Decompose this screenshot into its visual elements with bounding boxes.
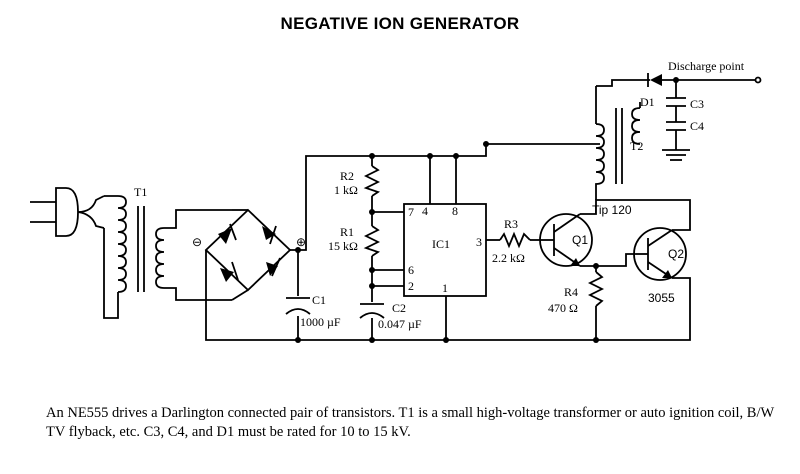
hv-output: Discharge point D1 C3 C4 [628, 59, 762, 161]
pin-2: 2 [408, 279, 414, 293]
c1-value: 1000 µF [300, 315, 341, 329]
resistor-r3: R3 2.2 kΩ [492, 217, 531, 265]
capacitor-c2: C2 0.047 µF [359, 301, 422, 331]
r4-label: R4 [564, 285, 578, 299]
c1-label: C1 [312, 293, 326, 307]
r4-value: 470 Ω [548, 301, 578, 315]
pin-7: 7 [408, 205, 414, 219]
transformer-t1: T1 [103, 185, 232, 319]
pin-6: 6 [408, 263, 414, 277]
schematic: T1 ⊖ ⊕ [30, 59, 762, 343]
darlington-wiring: R4 470 Ω [548, 188, 691, 343]
t2-label: T2 [630, 139, 643, 153]
r2-value: 1 kΩ [334, 183, 358, 197]
bridge-rectifier: ⊖ ⊕ [192, 208, 306, 301]
resistor-r1: R1 15 kΩ [328, 225, 381, 257]
power-plug [30, 187, 105, 237]
bridge-minus-label: ⊖ [192, 235, 202, 249]
wiring [205, 141, 600, 343]
r1-value: 15 kΩ [328, 239, 358, 253]
capacitor-c1: C1 1000 µF [285, 293, 341, 329]
r3-value: 2.2 kΩ [492, 251, 525, 265]
c2-value: 0.047 µF [378, 317, 422, 331]
c2-label: C2 [392, 301, 406, 315]
r1-label: R1 [340, 225, 354, 239]
r2-label: R2 [340, 169, 354, 183]
resistor-r2: R2 1 kΩ [334, 165, 381, 197]
ic1-chip: IC1 7 4 8 6 2 1 3 [403, 203, 487, 297]
transistor-q2: Q2 3055 [633, 227, 687, 305]
caption-text: An NE555 drives a Darlington connected p… [46, 405, 774, 440]
transformer-t2: T2 [595, 79, 643, 188]
q1-label: Q1 [572, 233, 588, 247]
t1-label: T1 [134, 185, 147, 199]
transistor-q1: Q1 Tip 120 [539, 203, 632, 267]
bridge-plus-label: ⊕ [296, 235, 306, 249]
discharge-label: Discharge point [668, 59, 745, 73]
pin-4: 4 [422, 204, 428, 218]
diagram-title: NEGATIVE ION GENERATOR [280, 14, 520, 33]
c3-label: C3 [690, 97, 704, 111]
pin-8: 8 [452, 204, 458, 218]
ic1-label: IC1 [432, 237, 450, 251]
q2-label: Q2 [668, 247, 684, 261]
c4-label: C4 [690, 119, 704, 133]
pin-3: 3 [476, 235, 482, 249]
q1-type: Tip 120 [592, 203, 632, 217]
r3-label: R3 [504, 217, 518, 231]
pin-1: 1 [442, 281, 448, 295]
q2-type: 3055 [648, 291, 675, 305]
d1-label: D1 [640, 95, 655, 109]
